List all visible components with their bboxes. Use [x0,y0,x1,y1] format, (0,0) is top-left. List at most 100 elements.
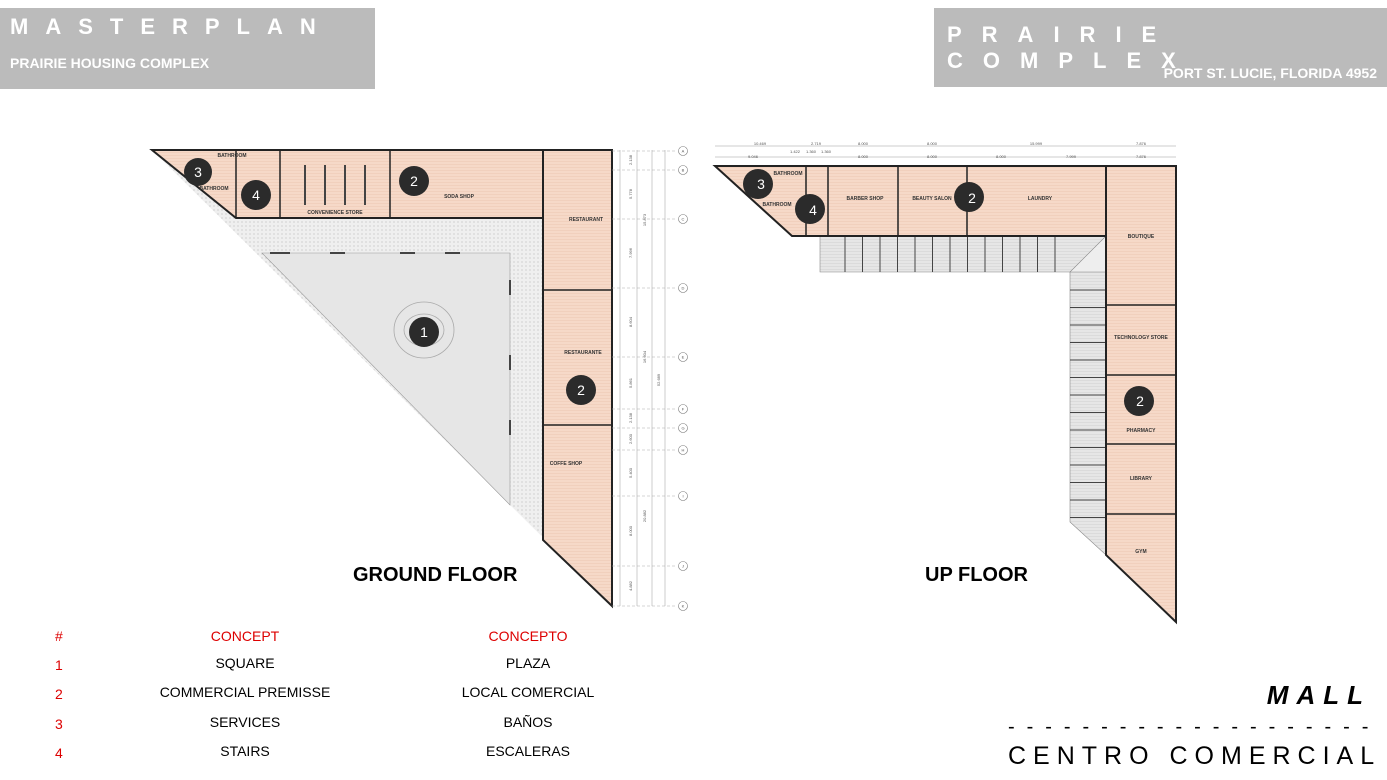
svg-text:4: 4 [809,202,817,218]
room-label: BATHROOM [762,202,791,208]
grid-label: F [682,407,685,412]
dimension-label: 2.600 [628,433,633,444]
grid-bubble [678,491,688,501]
svg-text:2: 2 [968,190,976,206]
room-label: BATHROOM [773,171,802,177]
dimension-label: 5.861 [628,377,633,388]
dimension-label: 7.876 [1136,154,1147,159]
room-label: COFFE SHOP [550,461,583,467]
legend-header-concept: CONCEPT [210,628,280,644]
grid-bubble [678,445,688,455]
grid-label: B [682,168,685,173]
dimension-label: 2.138 [628,154,633,165]
room-label: BATHROOM [217,153,246,159]
room-label: TECHNOLOGY STORE [1114,335,1168,341]
grid-label: C [682,217,685,222]
walkway [819,235,1107,556]
room-label: BEAUTY SALON [912,196,952,202]
dimension-label: 5.400 [628,467,633,478]
header-right: PRAIRIE COMPLEX PORT ST. LUCIE, FLORIDA … [934,8,1387,87]
dimension-label: 8.000 [858,154,869,159]
svg-text:3: 3 [757,176,765,192]
dashed-divider: - - - - - - - - - - - - - - - - - - - - … [1008,716,1370,738]
masterplan-title: MASTERPLAN [10,14,333,39]
svg-text:2: 2 [1136,393,1144,409]
legend-concept: SERVICES [209,714,281,730]
dimension-label: 8.000 [996,154,1007,159]
room-label: LAUNDRY [1028,196,1053,202]
marker-2: 2 [954,182,984,212]
marker-1: 1 [409,317,439,347]
room-label: BATHROOM [199,186,228,192]
marker-2: 2 [399,166,429,196]
legend-num: 1 [55,657,63,673]
dimension-label: 8.000 [628,525,633,536]
room-label: BARBER SHOP [847,196,885,202]
centro-comercial-title: CENTRO COMERCIAL [1008,742,1382,770]
grid-bubble [678,601,688,611]
svg-text:3: 3 [194,164,202,180]
dimension-label: 52.689 [656,373,661,386]
marker-3: 3 [743,169,773,199]
legend-concept: COMMERCIAL PREMISSE [159,684,331,700]
dimension-label: 1.360 [821,149,832,154]
svg-text:4: 4 [252,187,260,203]
svg-text:2: 2 [410,173,418,189]
dimension-label: 7.996 [628,247,633,258]
up-floor-title: UP FLOOR [925,564,1028,586]
marker-2: 2 [566,375,596,405]
legend-concept: SQUARE [215,655,275,671]
grid-label: E [682,355,685,360]
grid-bubble [678,146,688,156]
room-label: RESTAURANT [569,217,603,223]
dimension-label: 5.778 [628,188,633,199]
dimension-label: 15.999 [1030,141,1043,146]
ground-floor-title: GROUND FLOOR [353,564,518,586]
svg-text:1: 1 [420,324,428,340]
dimension-label: 20.882 [642,509,647,522]
grid-bubble [678,165,688,175]
dimension-label: 2.138 [628,412,633,423]
grid-axis-labels: ABCDEFGHIJK2.1385.7787.9968.6045.8612.13… [612,146,688,611]
location-subtitle: PORT ST. LUCIE, FLORIDA 4952 [1163,65,1377,81]
legend-header-concepto: CONCEPTO [488,628,568,644]
marker-3: 3 [184,158,212,186]
grid-label: G [681,426,684,431]
grid-label: J [682,564,684,569]
dimension-label: 7.876 [1136,141,1147,146]
legend-concept: STAIRS [220,743,270,759]
grid-label: K [682,604,685,609]
dimension-label: 8.000 [927,141,938,146]
grid-label: I [682,494,683,499]
plaza [261,252,511,506]
dimension-label: 1.422 [790,149,801,154]
grid-label: H [682,448,685,453]
room-label: PHARMACY [1127,428,1157,434]
complex-title: PRAIRIE COMPLEX [947,22,1196,73]
dimension-label: 15.873 [642,213,647,226]
dimension-label: 8.604 [628,316,633,327]
ground-floor-plan: BATHROOM BATHROOM CONVENIENCE STORE SODA… [149,146,688,611]
legend-concepto: ESCALERAS [485,743,571,759]
room-label: BOUTIQUE [1128,234,1155,240]
room-label: SODA SHOP [444,194,474,200]
mall-title: MALL [1266,680,1371,710]
legend-concepto: PLAZA [505,655,551,671]
dimension-label: 16.604 [642,350,647,363]
svg-text:2: 2 [577,382,585,398]
room-label: LIBRARY [1130,476,1153,482]
project-subtitle: PRAIRIE HOUSING COMPLEX [10,55,210,71]
grid-bubble [678,561,688,571]
legend-num: 2 [55,686,63,702]
header-left: MASTERPLAN PRAIRIE HOUSING COMPLEX [0,8,375,89]
dimension-label: 4.882 [628,580,633,591]
grid-bubble [678,283,688,293]
grid-bubble [678,423,688,433]
room-label: GYM [1135,549,1146,555]
dimension-label: 8.000 [858,141,869,146]
dimension-label: 7.999 [1066,154,1077,159]
marker-4: 4 [795,194,825,224]
